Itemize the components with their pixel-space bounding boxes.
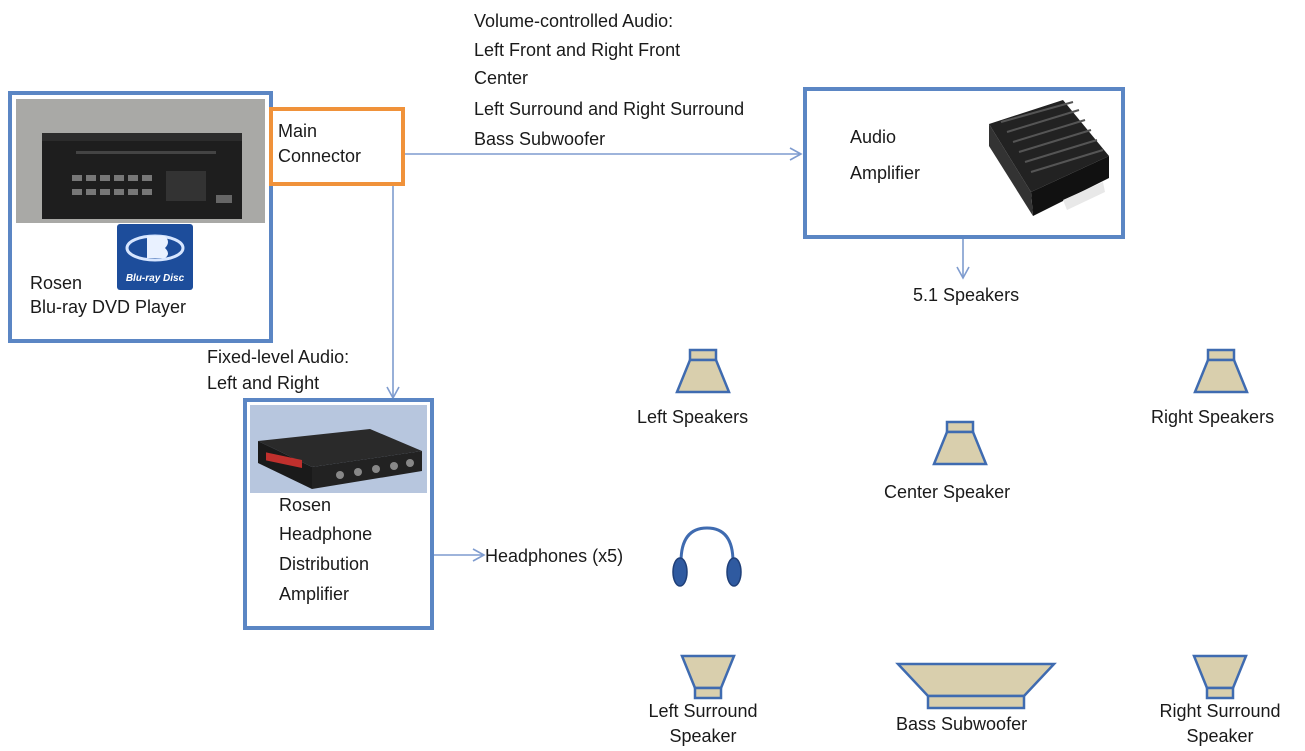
headphones-icon bbox=[672, 526, 742, 587]
headphone-amp-box: Rosen Headphone Distribution Amplifier bbox=[243, 398, 434, 630]
volume-audio-line4: Left Surround and Right Surround bbox=[474, 99, 745, 119]
headphone-amp-label-line3: Distribution bbox=[279, 554, 370, 574]
headphones-label: Headphones (x5) bbox=[485, 546, 624, 566]
main-connector-label-line2: Connector bbox=[278, 146, 362, 166]
left-speakers-label: Left Speakers bbox=[637, 407, 749, 427]
left-surround-speaker-icon bbox=[680, 654, 736, 700]
headphone-amp-label-line4: Amplifier bbox=[279, 584, 350, 604]
dvd-player-label-line2: Blu-ray DVD Player bbox=[30, 297, 187, 317]
left-surround-label-line1: Left Surround bbox=[648, 701, 758, 721]
right-surround-label-line1: Right Surround bbox=[1159, 701, 1281, 721]
speakers-heading: 5.1 Speakers bbox=[913, 285, 1020, 305]
center-speaker-icon bbox=[932, 420, 988, 466]
audio-amplifier-label-line1: Audio bbox=[850, 127, 897, 147]
volume-audio-line2: Left Front and Right Front bbox=[474, 40, 681, 60]
blu-ray-logo-text: Blu-ray Disc bbox=[125, 273, 185, 284]
right-speaker-icon bbox=[1193, 348, 1249, 394]
right-surround-label-line2: Speaker bbox=[1186, 726, 1254, 746]
headphone-amp-image bbox=[258, 429, 422, 489]
blu-ray-disc-icon bbox=[125, 234, 185, 262]
headphone-amp-photo bbox=[250, 405, 427, 493]
blu-ray-logo: Blu-ray Disc bbox=[117, 224, 193, 290]
fixed-audio-line2: Left and Right bbox=[207, 373, 320, 393]
dvd-player-label-line1: Rosen bbox=[30, 273, 83, 293]
fixed-audio-line1: Fixed-level Audio: bbox=[207, 347, 350, 367]
audio-amplifier-box: Audio Amplifier bbox=[803, 87, 1125, 239]
volume-audio-line5: Bass Subwoofer bbox=[474, 129, 606, 149]
subwoofer-icon bbox=[895, 662, 1057, 710]
volume-audio-line3: Center bbox=[474, 68, 529, 88]
left-surround-label-line2: Speaker bbox=[669, 726, 737, 746]
volume-audio-line1: Volume-controlled Audio: bbox=[474, 11, 674, 31]
subwoofer-label: Bass Subwoofer bbox=[896, 714, 1028, 734]
dvd-player-box: Blu-ray Disc Rosen Blu-ray DVD Player bbox=[8, 91, 273, 343]
center-speaker-label: Center Speaker bbox=[884, 482, 1011, 502]
dvd-player-photo bbox=[16, 99, 265, 223]
main-connector-label-line1: Main bbox=[278, 121, 318, 141]
audio-amplifier-label-line2: Amplifier bbox=[850, 163, 921, 183]
audio-amplifier-image bbox=[989, 100, 1109, 216]
main-connector-box: Main Connector bbox=[269, 107, 405, 186]
headphone-amp-label-line1: Rosen bbox=[279, 495, 332, 515]
right-surround-speaker-icon bbox=[1192, 654, 1248, 700]
left-speaker-icon bbox=[675, 348, 731, 394]
dvd-player-image bbox=[42, 133, 242, 219]
right-speakers-label: Right Speakers bbox=[1151, 407, 1275, 427]
headphone-amp-label-line2: Headphone bbox=[279, 524, 373, 544]
